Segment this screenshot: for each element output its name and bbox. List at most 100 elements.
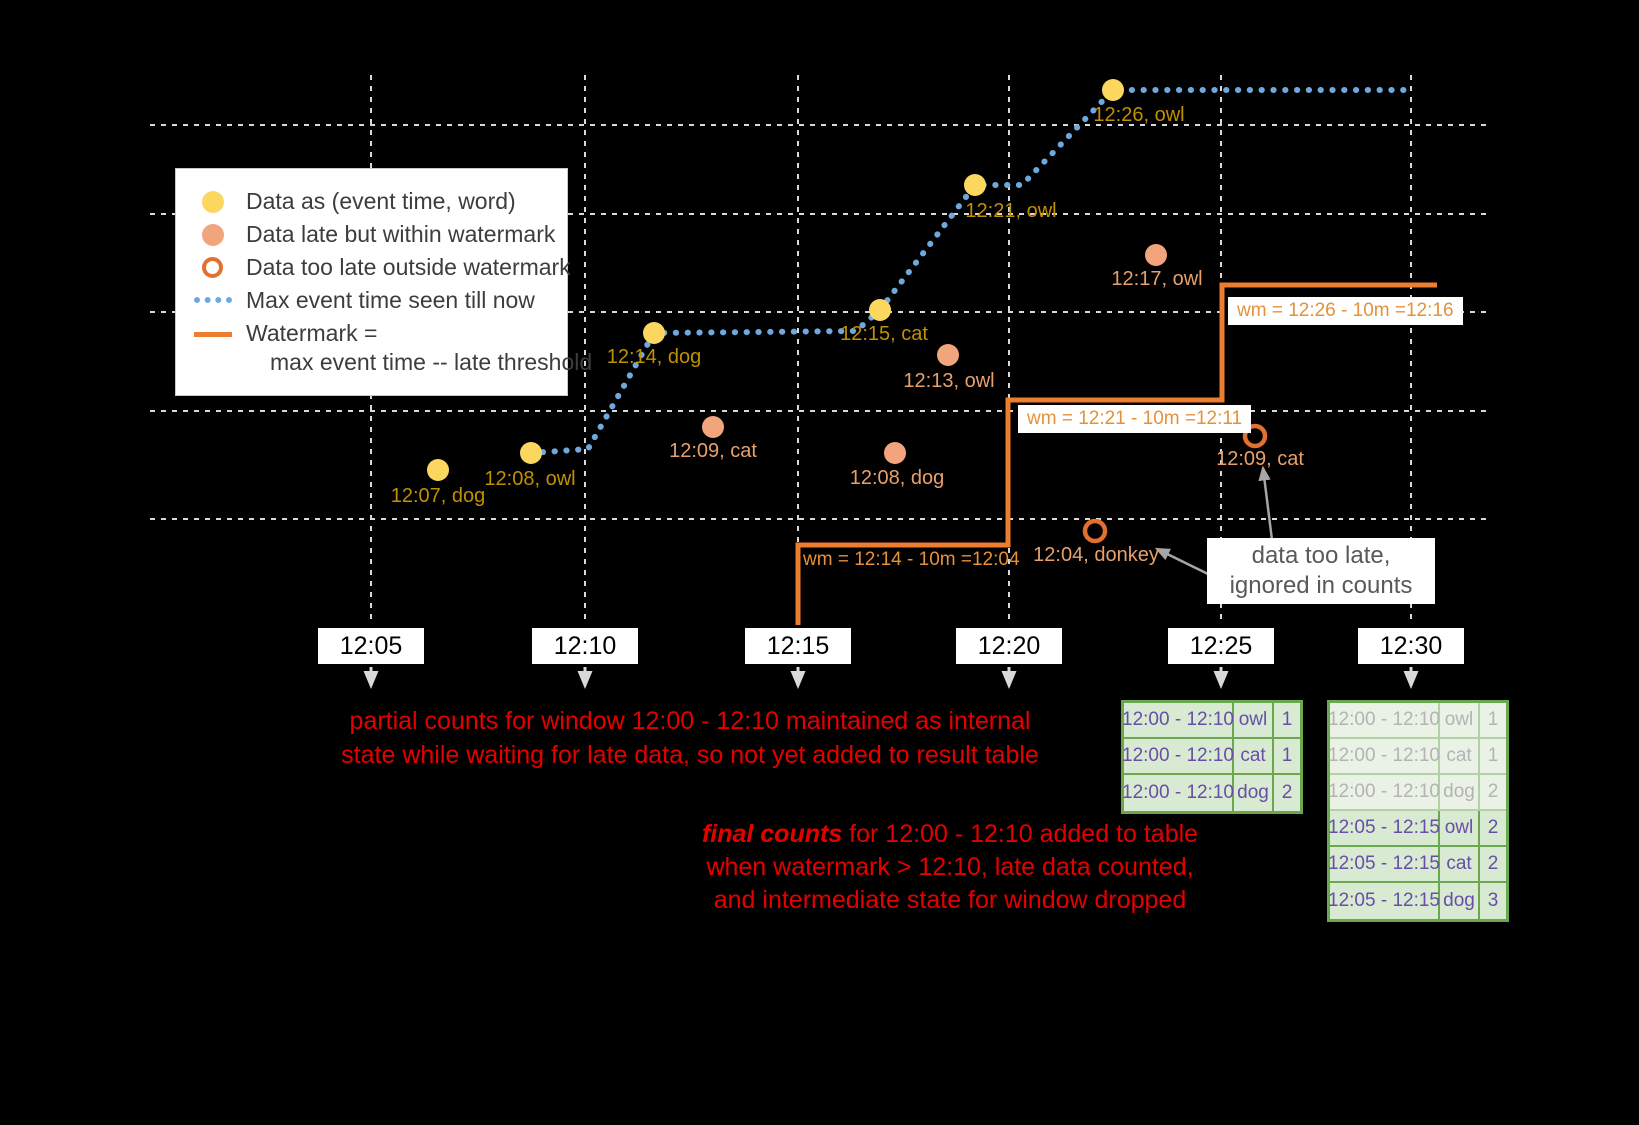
result-cell-count: 2: [1480, 811, 1506, 847]
result-cell-window: 12:00 - 12:10: [1122, 775, 1234, 811]
result-cell-count: 2: [1274, 775, 1300, 811]
result-cell-count: 1: [1274, 703, 1300, 739]
legend-item-label: Max event time seen till now: [246, 287, 535, 313]
gridline-horizontal: [150, 124, 1490, 126]
yellow-dot-icon: [194, 190, 232, 214]
legend-item: Data late but within watermark: [194, 221, 555, 248]
orange-line-icon: [194, 322, 232, 346]
gridline-horizontal: [150, 410, 1490, 412]
data-point-on-time: [964, 174, 986, 196]
salmon-dot-icon: [194, 223, 232, 247]
legend-item-label: Data late but within watermark: [246, 221, 556, 247]
data-point-late-within-watermark: [702, 416, 724, 438]
note-final-line2: when watermark > 12:10, late data counte…: [706, 853, 1194, 881]
data-point-on-time: [1102, 79, 1124, 101]
note-final-counts: final counts for 12:00 - 12:10 added to …: [600, 818, 1300, 917]
x-tick-12-05: 12:05: [318, 628, 424, 664]
x-tick-12-20: 12:20: [956, 628, 1062, 664]
legend-item-label: Watermark =: [246, 320, 378, 346]
gridline-vertical: [797, 75, 799, 625]
result-cell-word: dog: [1440, 883, 1480, 919]
data-point-label: 12:07, dog: [391, 485, 486, 507]
data-point-label: 12:09, cat: [1216, 448, 1304, 470]
data-point-too-late: [1242, 423, 1268, 449]
gridline-horizontal: [150, 518, 1490, 520]
result-cell-window: 12:00 - 12:10: [1328, 739, 1440, 775]
x-tick-12-15: 12:15: [745, 628, 851, 664]
data-point-label: 12:15, cat: [840, 323, 928, 345]
too-late-arrow-icon: [1154, 547, 1209, 576]
data-point-late-within-watermark: [1145, 244, 1167, 266]
legend-item: Data too late outside watermark: [194, 254, 571, 281]
note-final-line1-rest: for 12:00 - 12:10 added to table: [842, 820, 1199, 848]
gridline-vertical: [1008, 75, 1010, 625]
result-cell-window: 12:00 - 12:10: [1328, 703, 1440, 739]
legend-item-label-line2: max event time -- late threshold: [270, 349, 593, 375]
data-point-label: 12:17, owl: [1111, 268, 1202, 290]
too-late-arrow-icon: [1258, 465, 1274, 541]
data-point-on-time: [643, 322, 665, 344]
result-cell-count: 2: [1480, 847, 1506, 883]
note-too-late-line1: data too late,: [1251, 542, 1391, 569]
data-point-label: 12:14, dog: [607, 346, 702, 368]
result-cell-word: cat: [1234, 739, 1274, 775]
data-point-label: 12:04, donkey: [1033, 544, 1159, 566]
result-cell-word: owl: [1234, 703, 1274, 739]
result-cell-word: dog: [1234, 775, 1274, 811]
legend-item: Data as (event time, word): [194, 188, 549, 215]
x-tick-12-30: 12:30: [1358, 628, 1464, 664]
data-point-on-time: [520, 442, 542, 464]
result-cell-count: 1: [1480, 739, 1506, 775]
result-cell-window: 12:00 - 12:10: [1328, 775, 1440, 811]
result-cell-word: owl: [1440, 811, 1480, 847]
legend-item: Max event time seen till now: [194, 287, 549, 314]
note-final-line3: and intermediate state for window droppe…: [713, 886, 1187, 914]
note-partial-line1: partial counts for window 12:00 - 12:10 …: [349, 707, 1031, 735]
result-cell-word: cat: [1440, 847, 1480, 883]
x-tick-12-10: 12:10: [532, 628, 638, 664]
note-partial-line2: state while waiting for late data, so no…: [341, 741, 1039, 769]
legend: Data as (event time, word) Data late but …: [175, 168, 593, 396]
legend-items: Data as (event time, word) Data late but …: [194, 188, 593, 376]
data-point-too-late: [1082, 518, 1108, 544]
blue-dotted-line-icon: [194, 289, 232, 313]
data-point-on-time: [869, 299, 891, 321]
result-cell-word: owl: [1440, 703, 1480, 739]
data-point-label: 12:21, owl: [965, 200, 1056, 222]
data-point-late-within-watermark: [937, 344, 959, 366]
data-point-label: 12:08, owl: [484, 468, 575, 490]
note-partial-counts: partial counts for window 12:00 - 12:10 …: [310, 704, 1070, 772]
result-cell-count: 3: [1480, 883, 1506, 919]
result-cell-window: 12:00 - 12:10: [1122, 703, 1234, 739]
max-event-time-line: [528, 87, 1416, 456]
result-cell-word: dog: [1440, 775, 1480, 811]
data-point-label: 12:13, owl: [903, 370, 994, 392]
data-point-late-within-watermark: [884, 442, 906, 464]
result-cell-count: 2: [1480, 775, 1506, 811]
result-cell-window: 12:05 - 12:15: [1328, 847, 1440, 883]
note-too-late: data too late, ignored in counts: [1207, 538, 1435, 604]
data-point-label: 12:09, cat: [669, 440, 757, 462]
note-final-emphasis: final counts: [701, 820, 843, 848]
result-cell-window: 12:05 - 12:15: [1328, 811, 1440, 847]
watermark-annotation: wm = 12:14 - 10m =12:04: [803, 549, 1020, 570]
data-point-on-time: [427, 459, 449, 481]
result-cell-word: cat: [1440, 739, 1480, 775]
open-circle-icon: [194, 256, 232, 280]
result-cell-count: 1: [1480, 703, 1506, 739]
data-point-label: 12:26, owl: [1093, 104, 1184, 126]
note-final-line1: final counts for 12:00 - 12:10 added to …: [600, 818, 1300, 851]
result-cell-window: 12:05 - 12:15: [1328, 883, 1440, 919]
legend-item-label: Data as (event time, word): [246, 188, 516, 214]
